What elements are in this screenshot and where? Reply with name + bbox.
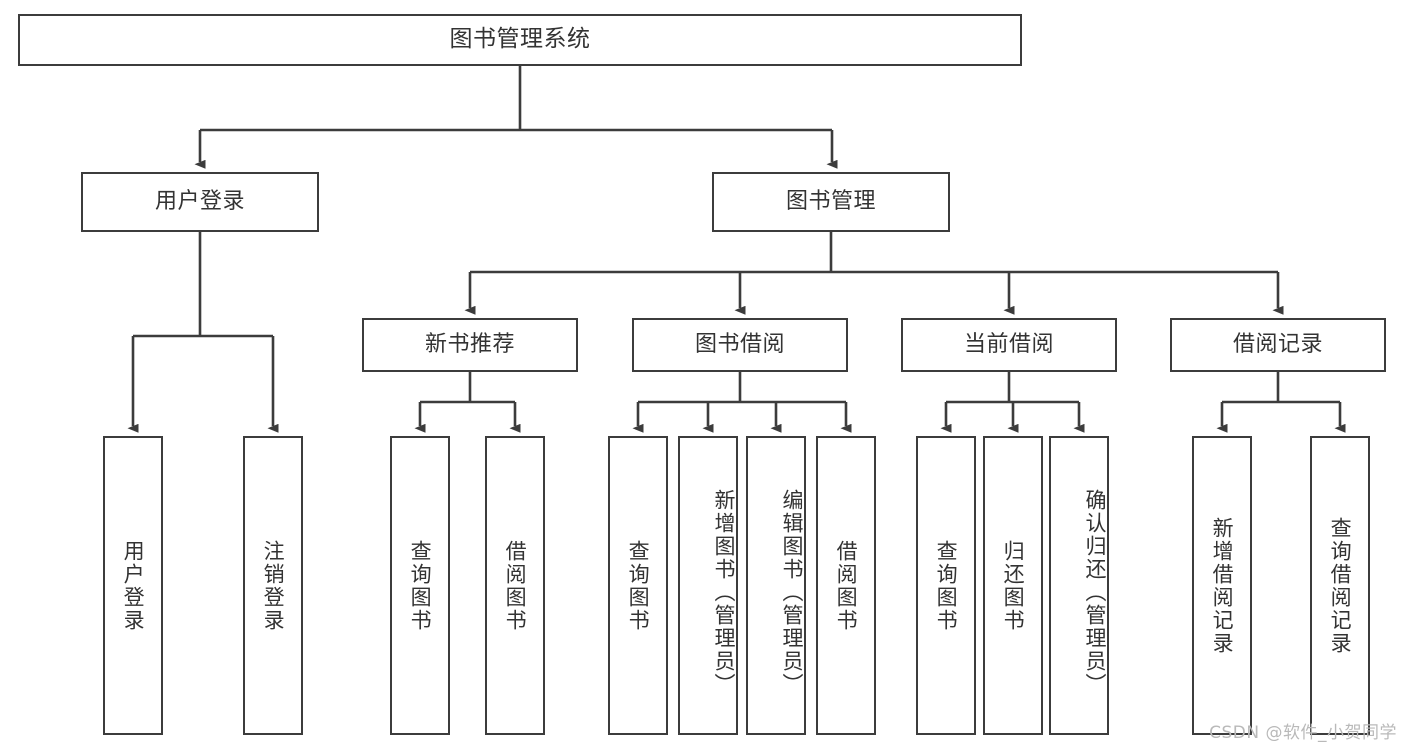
leaf-borrow-book[interactable]: 借阅图书 bbox=[816, 436, 876, 735]
node-user-login[interactable]: 用户登录 bbox=[81, 172, 319, 232]
leaf-add-book-admin[interactable]: 新增图书（管理员） bbox=[678, 436, 738, 735]
leaf-user-logout[interactable]: 注销登录 bbox=[243, 436, 303, 735]
node-book-management[interactable]: 图书管理 bbox=[712, 172, 950, 232]
node-new-book-recommend[interactable]: 新书推荐 bbox=[362, 318, 578, 372]
node-root-system[interactable]: 图书管理系统 bbox=[18, 14, 1022, 66]
node-current-borrow[interactable]: 当前借阅 bbox=[901, 318, 1117, 372]
node-book-borrow[interactable]: 图书借阅 bbox=[632, 318, 848, 372]
leaf-edit-book-admin[interactable]: 编辑图书（管理员） bbox=[746, 436, 806, 735]
leaf-query-borrow-record[interactable]: 查询借阅记录 bbox=[1310, 436, 1370, 735]
leaf-query-book-recommend[interactable]: 查询图书 bbox=[390, 436, 450, 735]
leaf-borrow-book-recommend[interactable]: 借阅图书 bbox=[485, 436, 545, 735]
node-borrow-record[interactable]: 借阅记录 bbox=[1170, 318, 1386, 372]
leaf-query-book-borrow[interactable]: 查询图书 bbox=[608, 436, 668, 735]
leaf-user-login[interactable]: 用户登录 bbox=[103, 436, 163, 735]
leaf-return-book[interactable]: 归还图书 bbox=[983, 436, 1043, 735]
leaf-add-borrow-record[interactable]: 新增借阅记录 bbox=[1192, 436, 1252, 735]
leaf-query-book-current[interactable]: 查询图书 bbox=[916, 436, 976, 735]
leaf-confirm-return-admin[interactable]: 确认归还（管理员） bbox=[1049, 436, 1109, 735]
csdn-watermark: CSDN @软件_小贺同学 bbox=[1209, 723, 1397, 743]
